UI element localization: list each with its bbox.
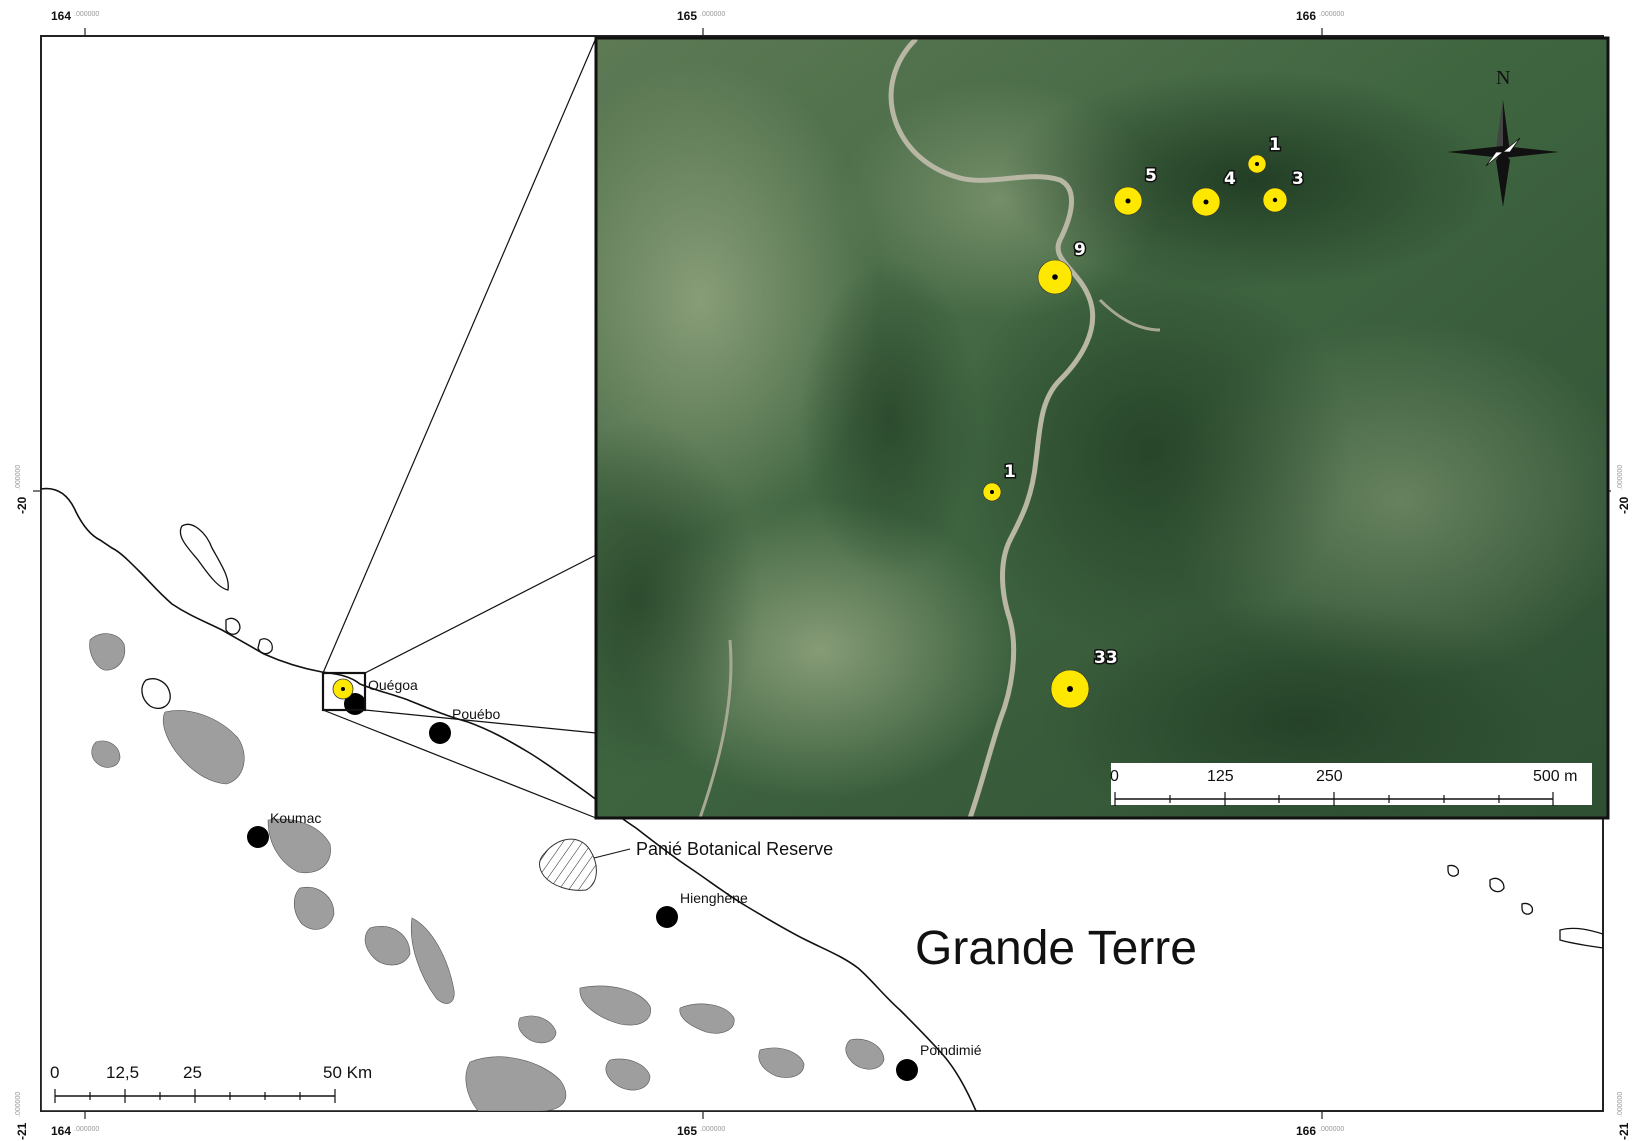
lon-label-decimals: .000000: [700, 11, 725, 18]
main-scale-label-25: 25: [183, 1063, 202, 1082]
lon-label-166-top: 166: [1296, 9, 1316, 23]
lat-label-decimals: .000000: [15, 465, 22, 490]
lon-label-decimals: .000000: [74, 1126, 99, 1133]
lon-label-164-top: 164: [51, 9, 71, 23]
lon-label-decimals: .000000: [700, 1126, 725, 1133]
town-label-koumac: Koumac: [270, 810, 321, 826]
main-scale-bar: 0 12,5 25 50 Km: [50, 1063, 372, 1103]
lat-label-21-right: -21: [1617, 1122, 1631, 1140]
site-count-1-top: 1: [1269, 135, 1281, 155]
lon-label-decimals: .000000: [1319, 1126, 1344, 1133]
inset-scale-label-250: 250: [1316, 768, 1343, 785]
town-label-poindimie: Poindimié: [920, 1042, 982, 1058]
study-area-symbol-center: [341, 687, 345, 691]
graticule-labels: 164 .000000 165 .000000 166 .000000 164 …: [15, 9, 1631, 1140]
ultramafic-areas: [89, 633, 885, 1111]
town-marker-hienghene: [656, 906, 678, 928]
lon-label-decimals: .000000: [74, 11, 99, 18]
lon-label-decimals: .000000: [1319, 11, 1344, 18]
island-label: Grande Terre: [915, 922, 1197, 975]
graticule-ticks: [33, 28, 1611, 1119]
town-marker-koumac: [247, 826, 269, 848]
study-area-locator-box: [321, 671, 367, 712]
panie-botanical-reserve-area: [539, 838, 597, 891]
reserve-leader-line: [593, 848, 631, 859]
inset-aerial-map: [594, 36, 1610, 820]
lat-label-decimals: .000000: [1617, 1092, 1624, 1117]
site-count-3: 3: [1292, 169, 1304, 189]
lat-label-20-right: -20: [1617, 496, 1631, 514]
zoom-connector-lines: [322, 37, 597, 819]
dense-forest: [596, 420, 760, 780]
site-count-33: 33: [1094, 648, 1118, 668]
site-count-9: 9: [1074, 240, 1086, 260]
town-label-hienghene: Hienghène: [680, 890, 748, 906]
inset-scale-label-500: 500 m: [1533, 768, 1577, 785]
sampling-sites: 1 5 4 3 9 1 33: [982, 134, 1305, 709]
lon-label-166-bottom: 166: [1296, 1124, 1316, 1138]
main-scale-label-12-5: 12,5: [106, 1063, 139, 1082]
inset-scale-label-0: 0: [1110, 768, 1119, 785]
lat-label-decimals: .000000: [1617, 465, 1624, 490]
main-scale-label-0: 0: [50, 1063, 59, 1082]
grande-terre-island: [41, 487, 977, 1111]
lat-label-decimals: .000000: [15, 1092, 22, 1117]
lon-label-164-bottom: 164: [51, 1124, 71, 1138]
inset-scale-bar: 0 125 250 500 m: [1110, 763, 1592, 806]
inset-scale-label-125: 125: [1207, 768, 1234, 785]
site-count-1-mid: 1: [1004, 462, 1016, 482]
town-marker-pouebo: [429, 722, 451, 744]
side-track: [698, 298, 1161, 818]
reserve-label: Panié Botanical Reserve: [636, 839, 833, 859]
dense-forest: [800, 260, 980, 580]
dense-forest: [950, 250, 1350, 650]
dirt-road: [888, 38, 1096, 818]
lat-label-21-left: -21: [15, 1122, 29, 1140]
town-markers: Ouégoa Pouébo Koumac Hienghène Poindimié: [247, 677, 982, 1081]
north-label: N: [1496, 67, 1510, 89]
main-scale-label-50: 50 Km: [323, 1063, 372, 1082]
town-marker-poindimie: [896, 1059, 918, 1081]
lon-label-165-top: 165: [677, 9, 697, 23]
lon-label-165-bottom: 165: [677, 1124, 697, 1138]
dense-forest: [1000, 70, 1500, 290]
town-label-pouebo: Pouébo: [452, 706, 500, 722]
lat-label-20-left: -20: [15, 496, 29, 514]
outlying-islands: [141, 523, 1603, 949]
town-label-ouegoa: Ouégoa: [368, 677, 418, 693]
site-count-4: 4: [1224, 169, 1236, 189]
north-arrow: N: [1447, 67, 1559, 207]
site-count-5: 5: [1145, 166, 1157, 186]
